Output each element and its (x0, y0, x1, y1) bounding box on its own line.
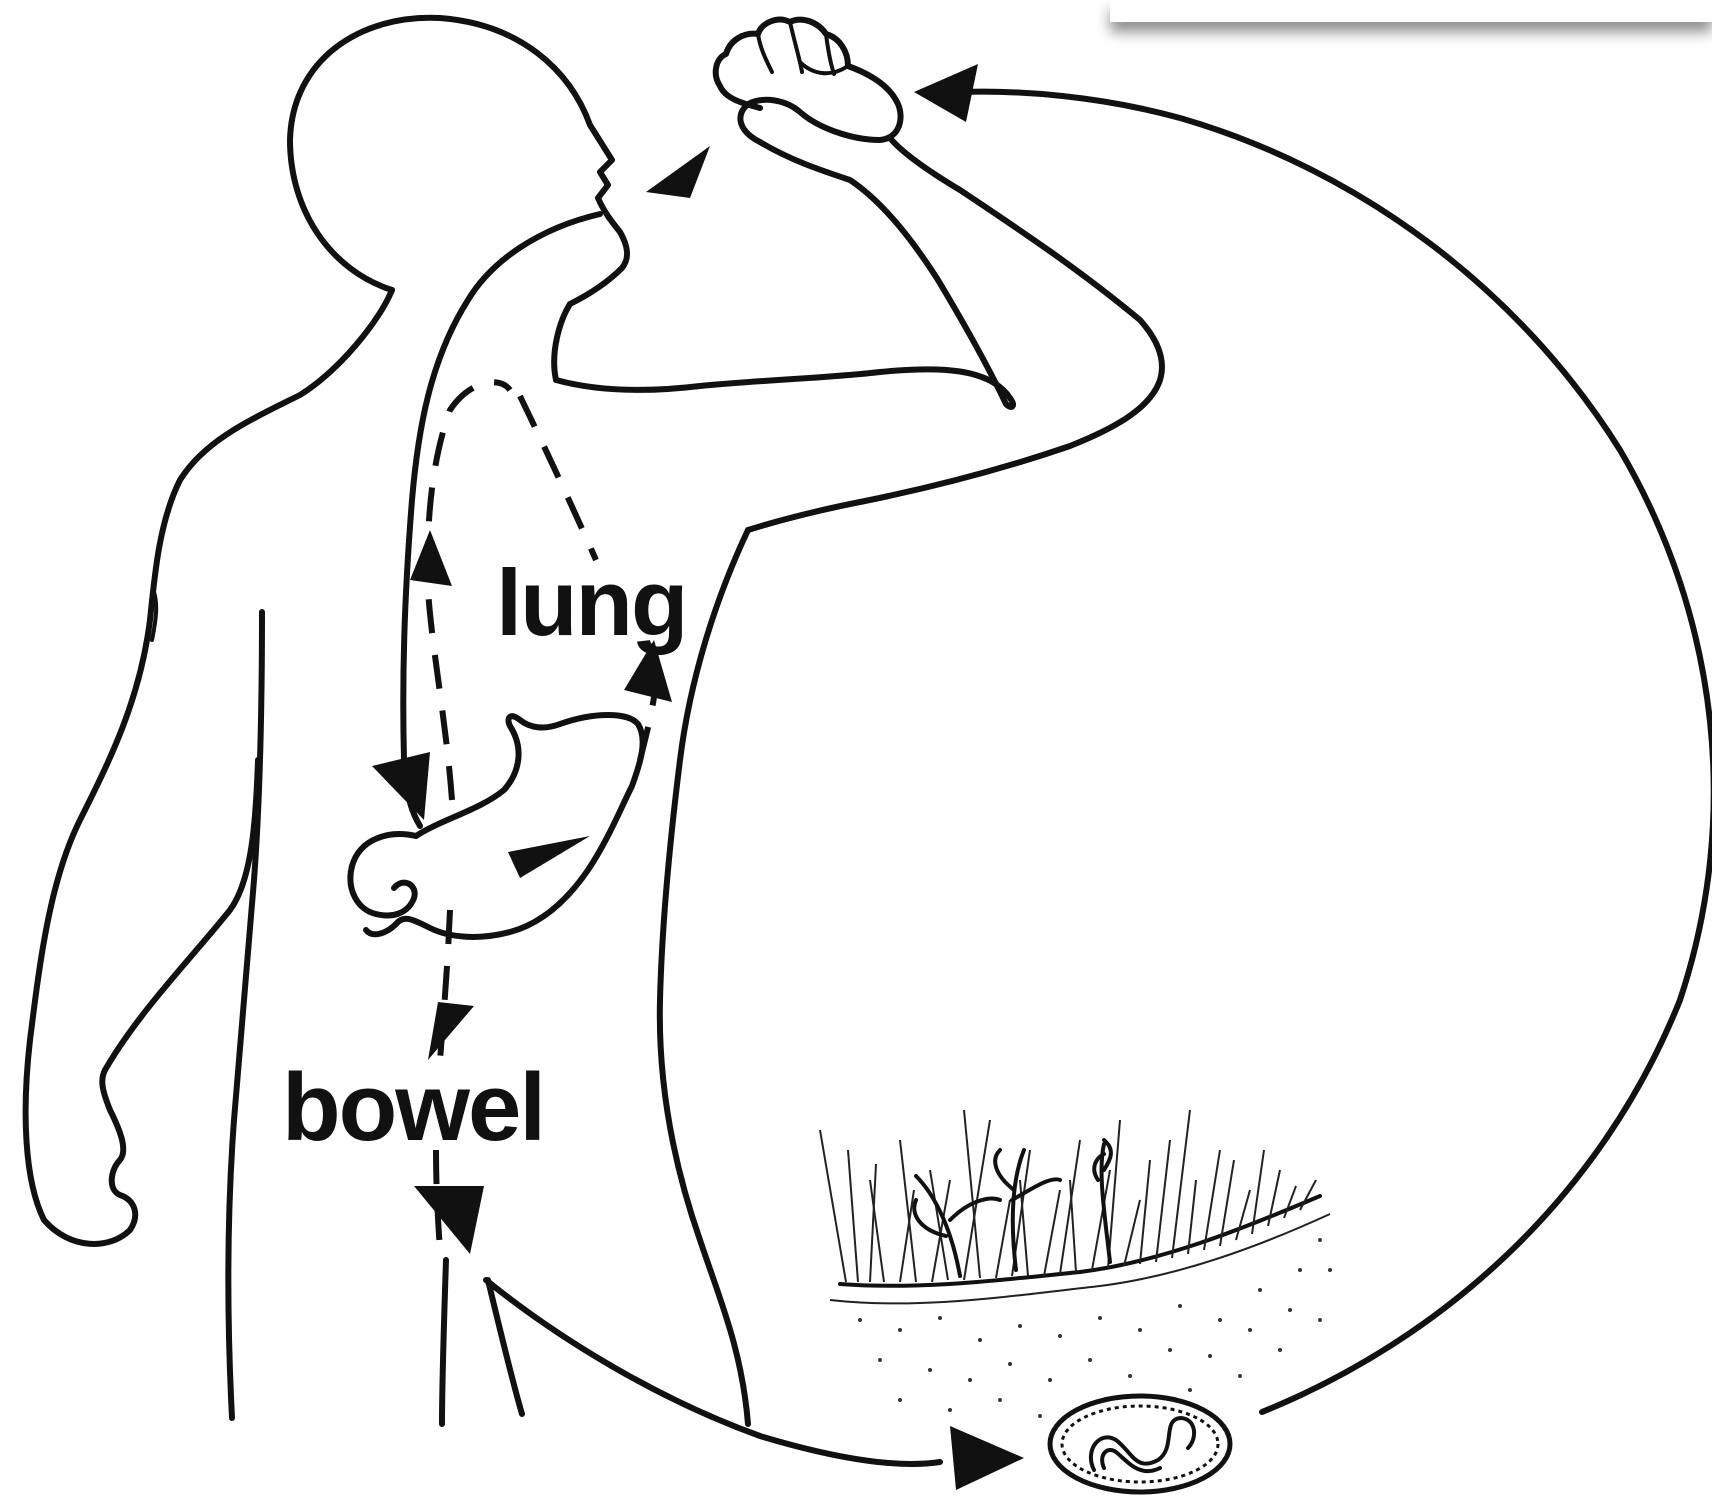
grass-and-soil-illustration (820, 1110, 1332, 1418)
arrow-head (428, 1002, 474, 1060)
lung-upper-dash (520, 396, 596, 560)
bowel-entry-arrow-head (414, 1186, 484, 1254)
lung-label: lung (496, 556, 686, 650)
soil-dots (858, 1238, 1332, 1418)
human-figure-outline (26, 18, 1162, 1424)
cycle-arrow (914, 64, 1712, 1412)
mouth-arrow-head (646, 146, 710, 198)
arrow-head (950, 1426, 1024, 1490)
egg-with-larva-icon (1050, 1396, 1230, 1492)
arrow-head (372, 752, 430, 820)
arrow-head (410, 530, 452, 586)
bowel-label: bowel (282, 1060, 544, 1156)
arrow-head (914, 64, 978, 122)
stomach-outline (350, 715, 642, 937)
stomach-arrow-head (508, 836, 590, 878)
excretion-arrow (486, 1280, 1024, 1490)
